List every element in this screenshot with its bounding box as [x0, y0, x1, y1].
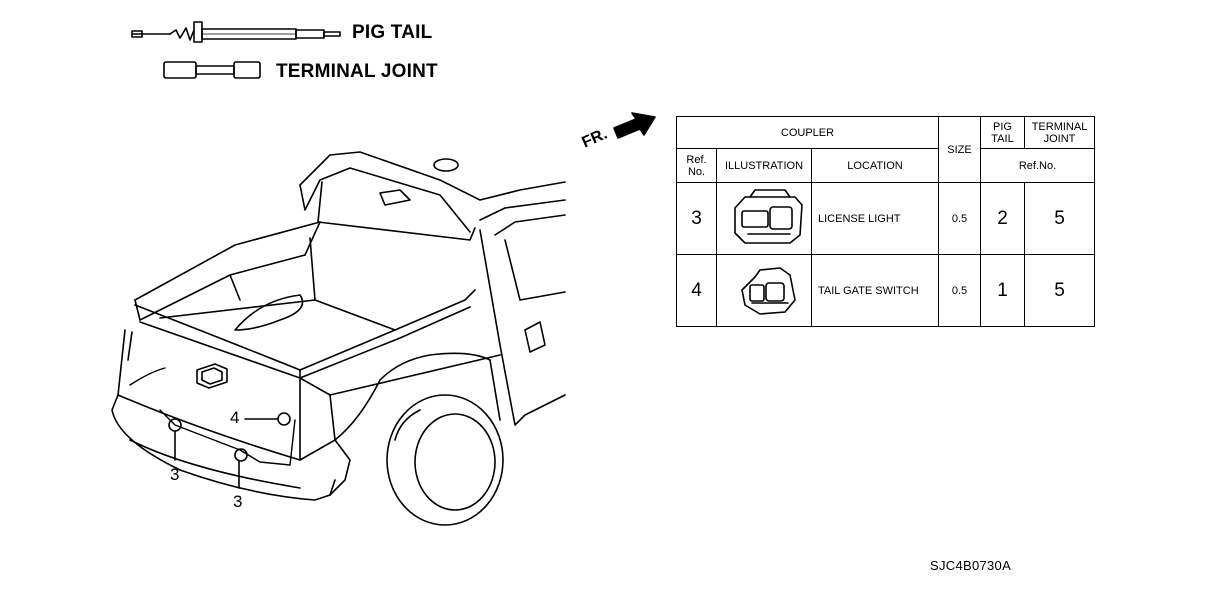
ref-no-subheader: Ref. No.	[676, 148, 717, 183]
row-size: 0.5	[938, 254, 981, 327]
row-terminal-joint: 5	[1024, 254, 1095, 327]
row-illustration	[716, 254, 812, 327]
callout-3-right: 3	[233, 492, 243, 511]
ref-no-subheader-text: Ref. No.	[686, 153, 707, 178]
diagram-code: SJC4B0730A	[930, 558, 1012, 573]
front-arrow-icon	[613, 112, 656, 139]
location-subheader: LOCATION	[811, 148, 939, 183]
pig-tail-legend-label: PIG TAIL	[352, 22, 433, 43]
terminal-joint-header: TERMINAL JOINT	[1024, 116, 1095, 149]
terminal-joint-legend-label: TERMINAL JOINT	[276, 61, 438, 82]
callout-4: 4	[230, 408, 240, 427]
row-ref-no: 3	[676, 182, 717, 255]
row-location: LICENSE LIGHT	[811, 182, 939, 255]
table-row: 3 LICENSE LIGHT 0.5 2 5	[676, 182, 1095, 255]
row-illustration	[716, 182, 812, 255]
row-pig-tail: 2	[980, 182, 1025, 255]
row-ref-no: 4	[676, 254, 717, 327]
size-header: SIZE	[938, 116, 981, 183]
truck-body	[111, 151, 566, 526]
row-pig-tail: 1	[980, 254, 1025, 327]
row-size: 0.5	[938, 182, 981, 255]
coupler-table: COUPLER SIZE PIG TAIL TERMINAL JOINT Ref…	[676, 116, 1095, 327]
coupler-header: COUPLER	[676, 116, 939, 149]
terminal-joint-header-text: TERMINAL JOINT	[1031, 120, 1088, 145]
illustration-subheader: ILLUSTRATION	[716, 148, 812, 183]
terminal-joint-icon	[163, 61, 261, 79]
callout-3-left: 3	[170, 465, 180, 484]
pig-tail-header: PIG TAIL	[980, 116, 1025, 149]
row-location: TAIL GATE SWITCH	[811, 254, 939, 327]
row-terminal-joint: 5	[1024, 182, 1095, 255]
pig-tail-icon	[131, 21, 341, 43]
pig-tail-header-text: PIG TAIL	[991, 120, 1014, 145]
table-row: 4 TAIL GATE SWITCH 0.5 1 5	[676, 254, 1095, 327]
ref-no-right-subheader: Ref.No.	[980, 148, 1095, 183]
